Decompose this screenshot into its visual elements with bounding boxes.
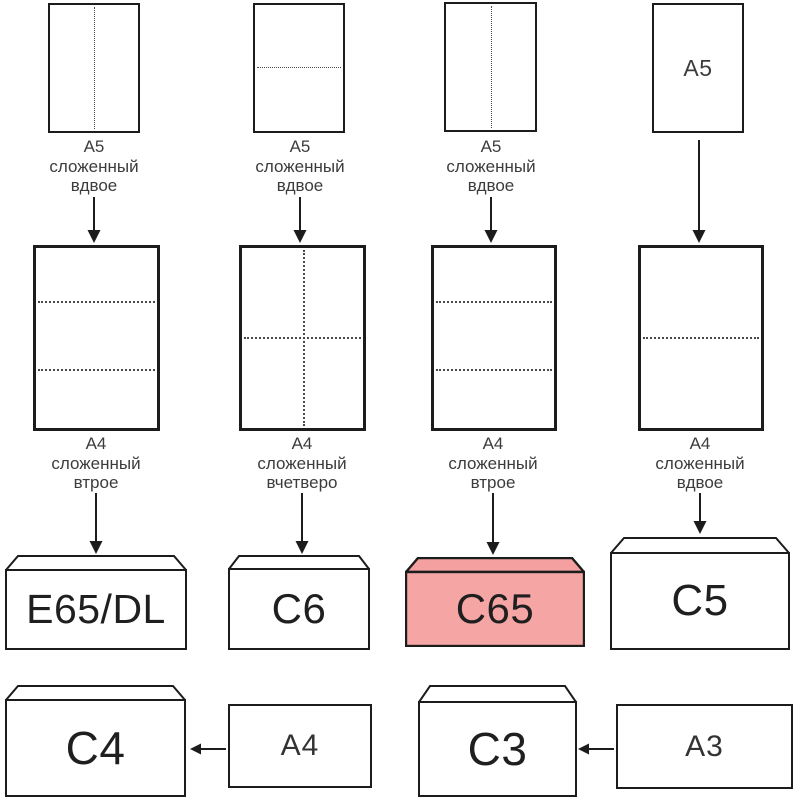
envelope-c4: C4 [5, 685, 186, 797]
sheet-a5-plain: A5 [652, 3, 744, 133]
sheet-a5-fold-half-1 [48, 3, 140, 133]
caption-line: втрое [470, 473, 516, 492]
caption-line: вдвое [70, 176, 118, 195]
caption-a5-col1: A5 сложенный вдвое [4, 137, 184, 196]
arrow-down-icon [486, 493, 500, 555]
envelope-c6: C6 [228, 555, 370, 650]
caption-line: вдвое [467, 176, 515, 195]
envelope-shape [5, 685, 186, 797]
sheet-a5-fold-half-2 [253, 3, 345, 133]
arrow-down-icon [692, 140, 706, 243]
arrow-down-icon [293, 197, 307, 243]
envelope-shape [228, 555, 370, 650]
caption-line: A5 [289, 137, 311, 156]
caption-line: вдвое [276, 176, 324, 195]
sheet-a5-fold-half-3 [444, 2, 537, 132]
sheet-label: A4 [280, 729, 320, 762]
envelope-shape [418, 685, 577, 797]
caption-line: сложенный [255, 156, 345, 176]
caption-line: A5 [83, 137, 105, 156]
envelope-c65-highlighted: C65 [405, 557, 585, 647]
fold-line-horizontal [643, 337, 759, 340]
fold-line-horizontal [436, 368, 552, 371]
envelope-label: C3 [467, 722, 528, 775]
caption-line: сложенный [655, 453, 745, 473]
sheet-a4-source: A4 [228, 704, 372, 788]
caption-a4-col4: A4 сложенный вдвое [610, 434, 790, 493]
caption-line: сложенный [448, 453, 538, 473]
arrow-down-icon [295, 493, 309, 554]
sheet-label: A5 [683, 54, 713, 81]
fold-line-vertical [94, 7, 95, 129]
arrow-down-icon [87, 197, 101, 243]
arrow-left-icon [190, 743, 226, 755]
caption-line: A5 [480, 137, 502, 156]
fold-line-horizontal [436, 301, 552, 304]
envelope-label: C65 [455, 584, 535, 632]
arrow-down-icon [693, 493, 707, 534]
caption-a4-col3: A4 сложенный втрое [403, 434, 583, 493]
envelope-c3: C3 [418, 685, 577, 797]
arrow-down-icon [89, 493, 103, 554]
envelope-label: C6 [271, 584, 327, 632]
arrow-left-icon [578, 743, 614, 755]
caption-line: A4 [689, 434, 711, 453]
caption-line: сложенный [49, 156, 139, 176]
caption-line: сложенный [51, 453, 141, 473]
caption-line: вдвое [676, 473, 724, 492]
caption-line: сложенный [446, 156, 536, 176]
sheet-a4-fold-thirds-2 [431, 245, 557, 431]
envelope-shape [610, 537, 790, 650]
sheet-a4-fold-quarters [239, 245, 366, 431]
envelope-c5: C5 [610, 537, 790, 650]
envelope-label: C5 [671, 575, 729, 625]
sheet-a4-fold-thirds-1 [33, 245, 160, 431]
envelope-label: E65/DL [26, 585, 166, 632]
caption-line: втрое [73, 473, 119, 492]
sheet-label: A3 [685, 729, 724, 763]
envelope-shape [5, 555, 187, 650]
caption-line: вчетверо [266, 473, 338, 492]
caption-line: A4 [291, 434, 313, 453]
sheet-a4-fold-half [638, 245, 764, 431]
caption-line: A4 [482, 434, 504, 453]
fold-line-vertical [490, 6, 492, 128]
caption-line: A4 [85, 434, 107, 453]
caption-a4-col2: A4 сложенный вчетверо [212, 434, 392, 493]
caption-line: сложенный [257, 453, 347, 473]
fold-line-vertical [302, 250, 305, 426]
caption-a4-col1: A4 сложенный втрое [6, 434, 186, 493]
sheet-a3-source: A3 [616, 704, 793, 789]
fold-line-horizontal [257, 66, 341, 68]
envelope-shape [405, 557, 585, 647]
fold-line-horizontal [38, 368, 155, 371]
envelope-e65-dl: E65/DL [5, 555, 187, 650]
caption-a5-col2: A5 сложенный вдвое [210, 137, 390, 196]
fold-line-horizontal [38, 301, 155, 304]
caption-a5-col3: A5 сложенный вдвое [401, 137, 581, 196]
envelope-label: C4 [65, 721, 126, 774]
arrow-down-icon [484, 197, 498, 243]
